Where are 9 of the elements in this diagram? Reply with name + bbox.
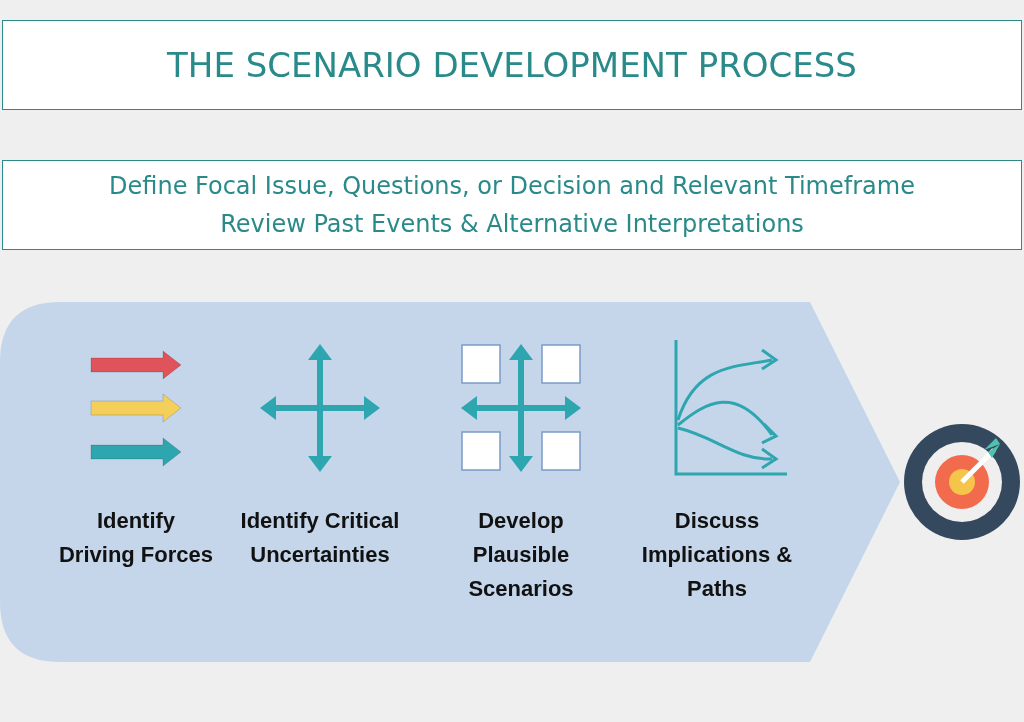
text-line: Define Focal Issue, Questions, or Decision and Relevant Timeframe (109, 171, 915, 202)
text-box (2, 160, 1022, 250)
step-label: Identify Driving Forces (57, 507, 214, 569)
step-label: Identify Critical Uncertainties (240, 507, 400, 569)
title: THE SCENARIO DEVELOPMENT PROCESS (167, 45, 857, 85)
process-band (0, 302, 900, 662)
step-label: Develop Plausible Scenarios (467, 507, 575, 603)
text-line: Review Past Events & Alternative Interpretations (220, 209, 804, 240)
step-label: Discuss Implications & Paths (640, 507, 794, 603)
